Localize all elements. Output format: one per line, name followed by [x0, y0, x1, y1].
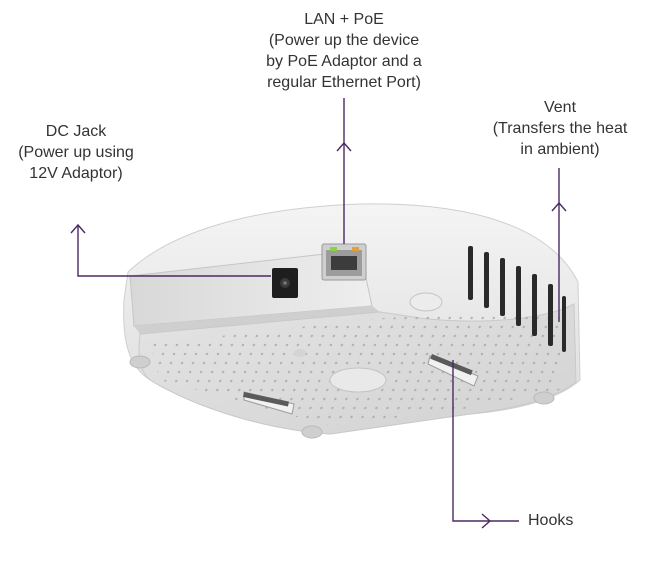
lan-poe-port — [321, 243, 367, 281]
port-led-green-icon — [330, 247, 337, 251]
leader-line-dc-jack — [77, 226, 271, 277]
vent-title: Vent — [543, 99, 577, 116]
hooks-label: Hooks — [528, 510, 573, 531]
lan-poe-desc-line1: (Power up the device — [268, 32, 420, 49]
mounting-hooks — [242, 354, 479, 415]
vent-label: Vent (Transfers the heat in ambient) — [478, 97, 642, 160]
device-body — [123, 203, 581, 439]
vent-desc-line2: in ambient) — [520, 141, 600, 158]
arrowhead-vent-icon — [551, 201, 567, 212]
arrowhead-hooks-icon — [481, 513, 492, 529]
lan-poe-desc-line3: regular Ethernet Port) — [267, 74, 421, 91]
arrowhead-lan-icon — [336, 141, 352, 152]
arrowhead-dc-jack-icon — [70, 223, 86, 234]
side-vents — [468, 246, 566, 352]
lan-poe-desc-line2: by PoE Adaptor and a — [266, 53, 422, 70]
leader-line-hooks — [452, 360, 519, 522]
dc-jack-desc-line1: (Power up using — [18, 144, 134, 161]
lan-poe-title: LAN + PoE — [304, 11, 384, 28]
hooks-title: Hooks — [528, 512, 574, 529]
dc-jack-desc-line2: 12V Adaptor) — [29, 165, 123, 182]
lan-poe-label: LAN + PoE (Power up the device by PoE Ad… — [248, 9, 440, 93]
vent-desc-line1: (Transfers the heat — [492, 120, 628, 137]
port-led-orange-icon — [352, 247, 359, 251]
dc-jack-label: DC Jack (Power up using 12V Adaptor) — [0, 121, 152, 184]
dc-jack-title: DC Jack — [45, 123, 107, 140]
dc-jack-port — [272, 268, 298, 298]
